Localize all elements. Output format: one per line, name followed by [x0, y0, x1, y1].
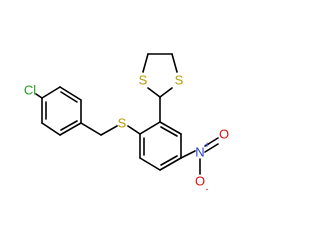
bond [159, 121, 182, 135]
molecule-structure: Cl S S S N + O O - [24, 53, 229, 195]
bond [180, 150, 196, 159]
bond [159, 87, 173, 98]
atom-labels: Cl S S S N + O O - [24, 73, 229, 195]
bond [171, 53, 178, 73]
bond [142, 53, 149, 73]
bond [147, 87, 161, 98]
sulfur-dithiolane-left-label: S [139, 73, 148, 88]
bond [204, 137, 219, 147]
nitro-oxygen-top-label: O [219, 127, 229, 142]
bond [59, 122, 82, 136]
bond [127, 125, 141, 135]
bond [59, 86, 82, 101]
sulfur-dithiolane-right-label: S [175, 73, 184, 88]
bond [204, 143, 219, 153]
bond [159, 157, 182, 171]
bond-inner [160, 155, 178, 166]
nitro-oxygen-charge: - [206, 184, 209, 194]
bond [80, 122, 102, 136]
bond [41, 86, 61, 99]
bond-inner [60, 120, 78, 131]
sulfur-thioether-label: S [118, 116, 127, 131]
bond [35, 93, 43, 99]
bond-inner [60, 91, 78, 103]
bond [100, 125, 118, 136]
nitro-oxygen-bottom-label: O [195, 174, 205, 189]
bond [41, 122, 61, 136]
structure-canvas: Cl S S S N + O O - [24, 53, 229, 195]
bonds [35, 53, 219, 175]
nitro-nitrogen-label: N [195, 145, 204, 160]
bond-inner [160, 126, 178, 137]
bond [139, 157, 161, 171]
bond [139, 121, 161, 135]
nitro-nitrogen-charge: + [204, 140, 209, 150]
chlorine-atom-label: Cl [24, 83, 36, 98]
